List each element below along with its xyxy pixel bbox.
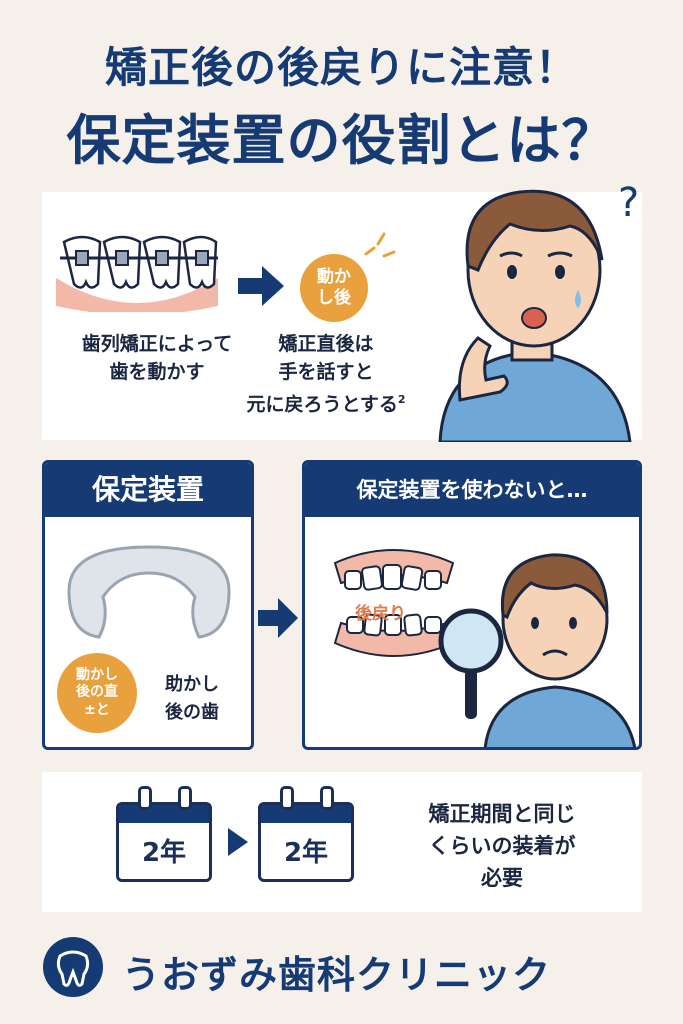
arrow-right-icon — [238, 266, 284, 306]
braces-teeth-illustration — [56, 235, 218, 312]
duration-text-line-3: 必要 — [481, 866, 523, 890]
confused-man-illustration: ? — [438, 180, 639, 442]
worried-man-illustration — [438, 553, 637, 747]
chevron-right-icon — [228, 828, 248, 856]
tooth-logo-icon — [43, 937, 103, 997]
title-line-1: 矯正後の後戻りに注意！ — [104, 43, 578, 92]
duration-panel: 2年 2年 矯正期間と同じ くらいの装着が 必要 — [42, 772, 642, 912]
retainer-box: 保定装置 動かし 後の直 ±と 助かし 後の歯 — [42, 460, 254, 750]
retainer-label-line-1: 助かし — [165, 674, 219, 695]
footnote-mark: 2 — [397, 393, 406, 406]
without-retainer-box: 保定装置を使わないと… 後戻り — [302, 460, 642, 750]
moved-bubble: 動か し後 — [300, 254, 368, 322]
calendar-2-text: 2年 — [283, 838, 329, 868]
caption-right-line-1: 矯正直後は — [278, 333, 374, 355]
calendar-1-text: 2年 — [141, 838, 187, 868]
caption-right-line-2: 手を話すと — [278, 361, 374, 383]
caption-left-line-2: 歯を動かす — [109, 361, 205, 383]
clinic-name: うおずみ歯科クリニック — [122, 953, 552, 997]
caption-right-line-3: 元に戻ろうとする — [246, 393, 398, 416]
retainer-illustration — [67, 545, 231, 639]
without-retainer-title: 保定装置を使わないと… — [305, 463, 639, 517]
calendar-icon: 2年 — [116, 786, 212, 882]
caption-left-line-1: 歯列矯正によって — [81, 333, 233, 355]
duration-text-line-1: 矯正期間と同じ — [428, 802, 576, 826]
emphasis-lines-icon — [364, 232, 396, 258]
title-line-2: 保定装置の役割とは？ — [66, 109, 617, 172]
duration-text-line-2: くらいの装着が — [428, 834, 576, 858]
crooked-teeth-illustration — [333, 549, 455, 657]
relapse-label: 後戻り — [355, 604, 406, 624]
retainer-bubble: 動かし 後の直 ±と — [57, 653, 137, 733]
question-mark-icon: ? — [618, 180, 639, 226]
arrow-right-icon — [258, 598, 298, 638]
calendar-icon: 2年 — [258, 786, 354, 882]
retainer-label-line-2: 後の歯 — [165, 702, 219, 723]
retainer-box-title: 保定装置 — [45, 463, 251, 517]
